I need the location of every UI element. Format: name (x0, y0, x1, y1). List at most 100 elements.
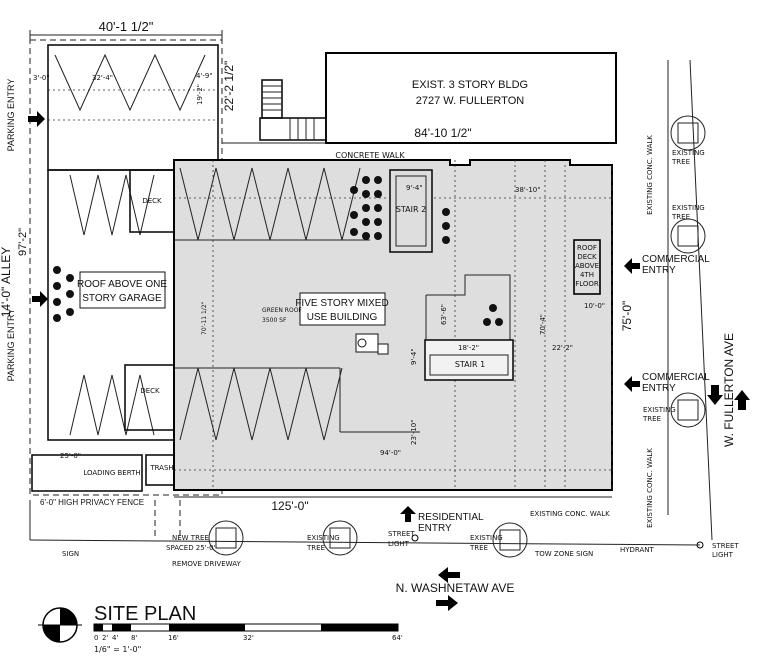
svg-text:2': 2' (102, 634, 108, 642)
commercial-entry-2a: COMMERCIAL (642, 372, 710, 383)
svg-text:EXISTING: EXISTING (672, 149, 705, 157)
svg-text:EXISTING: EXISTING (470, 534, 503, 542)
stair-2-label: STAIR 2 (396, 205, 426, 214)
commercial-entry-2b: ENTRY (642, 383, 676, 394)
site-plan-title: SITE PLAN (94, 603, 196, 625)
existing-walk-east-1: EXISTING CONC. WALK (646, 135, 654, 215)
scale-ratio: 1/6" = 1'-0" (94, 645, 141, 654)
svg-text:0: 0 (94, 634, 98, 642)
site-depth-dimension: 97'-2" (17, 228, 29, 256)
dim-19-2: 19'-2" (196, 84, 204, 105)
existing-walk-east-2: EXISTING CONC. WALK (646, 448, 654, 528)
main-building: CONCRETE WALK STAIR 2 (173, 151, 613, 491)
trash-label: TRASH (149, 464, 173, 472)
fullerton-ave-label: W. FULLERTON AVE (722, 333, 736, 447)
washnetaw-arrow-right (436, 595, 458, 611)
existing-building-name: EXIST. 3 STORY BLDG (412, 79, 528, 91)
svg-text:125'-0": 125'-0" (271, 499, 308, 513)
dim-63: 63'-6" (440, 304, 448, 325)
south-side: SIGN NEW TREE SPACED 25'-0" REMOVE DRIVE… (29, 500, 701, 611)
commercial-entry-1b: ENTRY (642, 265, 676, 276)
svg-text:EXISTING: EXISTING (672, 204, 705, 212)
washnetaw-arrow-left (438, 567, 460, 583)
svg-text:4TH: 4TH (580, 271, 594, 279)
svg-text:ROOF: ROOF (577, 244, 597, 252)
dim-10-0: 10'-0" (584, 302, 605, 310)
lot-width-text: 40'-1 1/2" (99, 19, 154, 34)
dim-70-4: 70'-4" (539, 314, 547, 335)
existing-offset-dimension: 22'-2 1/2" (222, 61, 236, 112)
main-building-label-2: USE BUILDING (307, 312, 378, 323)
washnetaw-ave-label: N. WASHNETAW AVE (396, 581, 515, 595)
existing-tree-south-1: EXISTING TREE (306, 520, 358, 556)
dim-70-11: 70'-11 1/2" (201, 301, 208, 335)
svg-text:TREE: TREE (469, 544, 488, 552)
stair-1-label: STAIR 1 (455, 360, 485, 369)
parking-entry-arrow-1 (28, 111, 45, 127)
alley-label: 14'-0" ALLEY (0, 247, 13, 318)
green-roof-area: 3500 SF (262, 317, 287, 324)
main-building-label-1: FIVE STORY MIXED (295, 298, 388, 309)
site-plan-title-block: SITE PLAN 0 2' 4' 8' 16' 32' 64' 1/6" = … (38, 603, 403, 654)
garage-roof-label-2: STORY GARAGE (82, 293, 162, 304)
svg-text:NEW TREE: NEW TREE (172, 534, 209, 542)
rooftop-units-main (350, 176, 503, 326)
east-frontage-dimension: 75'-0" (620, 301, 634, 332)
street-light-east-1: STREET (712, 542, 739, 550)
existing-walk-south: EXISTING CONC. WALK (530, 510, 610, 518)
dim-3-0-a: 3'-0" (33, 74, 50, 82)
residential-entry-arrow (400, 506, 416, 522)
commercial-entry-arrow-2 (624, 376, 640, 392)
new-tree: NEW TREE SPACED 25'-0" (166, 520, 244, 556)
commercial-entry-arrow-1 (624, 258, 640, 274)
west-labels: PARKING ENTRY 14'-0" ALLEY 97'-2" PARKIN… (0, 79, 144, 507)
dim-9-4-b: 9'-4" (406, 184, 423, 192)
concrete-walk-label: CONCRETE WALK (335, 151, 405, 160)
existing-length-dimension: 84'-10 1/2" (414, 126, 471, 140)
south-frontage-dimension: 125'-0" (174, 496, 612, 513)
commercial-entry-1a: COMMERCIAL (642, 254, 710, 265)
fullerton-arrow-up (734, 390, 750, 410)
remove-driveway-label: REMOVE DRIVEWAY (172, 560, 241, 568)
svg-text:16': 16' (168, 634, 179, 642)
residential-entry-1: RESIDENTIAL (418, 512, 484, 523)
svg-text:TREE: TREE (671, 158, 690, 166)
dim-32-4: 32'-4" (92, 74, 113, 82)
hydrant-label: HYDRANT (620, 546, 655, 554)
dim-23-10: 23'-10" (410, 420, 418, 445)
scale-ticks: 0 2' 4' 8' 16' 32' 64' (94, 634, 403, 642)
existing-building: EXIST. 3 STORY BLDG 2727 W. FULLERTON 84… (222, 52, 617, 144)
green-roof-label: GREEN ROOF (262, 307, 302, 314)
parking-entry-label-1: PARKING ENTRY (6, 79, 16, 152)
svg-text:SPACED 25'-0": SPACED 25'-0" (166, 544, 217, 552)
fullerton-arrow-down (707, 385, 723, 405)
sign-label: SIGN (62, 550, 79, 558)
deck-bottom-label: DECK (140, 387, 160, 395)
street-light-south-1: STREET (388, 530, 415, 538)
existing-building-address: 2727 W. FULLERTON (416, 95, 524, 107)
svg-text:EXISTING: EXISTING (643, 406, 676, 414)
dim-9-4: 9'-4" (410, 348, 418, 365)
dim-4-9: 4'-9" (196, 72, 213, 80)
graphic-scale-bar (93, 623, 399, 632)
parking-entry-label-2: PARKING ENTRY (6, 309, 16, 382)
svg-text:8': 8' (131, 634, 137, 642)
svg-text:TREE: TREE (306, 544, 325, 552)
residential-entry-2: ENTRY (418, 523, 452, 534)
dim-22-2: 22'-2" (552, 344, 573, 352)
svg-text:64': 64' (392, 634, 403, 642)
dim-38-10: 38'-10" (515, 186, 540, 194)
existing-tree-east-2: EXISTING TREE (670, 204, 706, 254)
lot-width-dimension: 40'-1 1/2" (29, 19, 223, 40)
existing-tree-east-3: EXISTING TREE (642, 392, 706, 428)
svg-text:EXISTING: EXISTING (307, 534, 340, 542)
roof-deck-label: ROOF DECK ABOVE 4TH FLOOR (575, 244, 599, 288)
street-light-south-2: LIGHT (388, 540, 410, 548)
svg-text:TREE: TREE (671, 213, 690, 221)
loading-berth-label: LOADING BERTH (83, 469, 140, 477)
garage-roof-label-1: ROOF ABOVE ONE (77, 279, 167, 290)
parking-entry-arrow-2 (32, 291, 48, 307)
dim-94-0: 94'-0" (380, 449, 401, 457)
rooftop-units-garage (53, 266, 74, 322)
